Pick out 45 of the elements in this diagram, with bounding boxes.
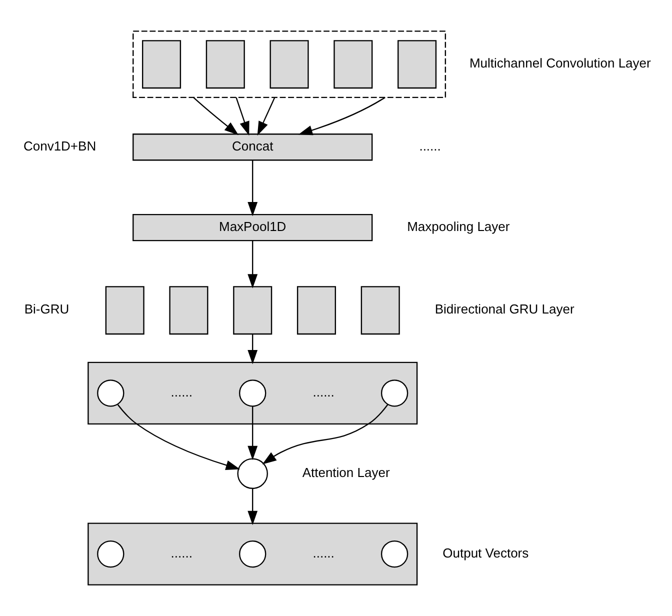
arrow [117, 404, 240, 470]
node-box [233, 286, 272, 335]
node-box [169, 286, 208, 335]
arrow [248, 488, 258, 526]
label: ...... [170, 545, 192, 560]
label: Bi-GRU [24, 302, 70, 317]
node-circle [380, 540, 408, 568]
node-box [142, 40, 182, 89]
label: ...... [419, 138, 441, 154]
arrow [193, 97, 239, 136]
node-box [398, 40, 437, 89]
node-box [360, 286, 400, 335]
label: Attention Layer [302, 464, 390, 480]
node-box [334, 40, 373, 89]
arrow [248, 406, 258, 460]
cluster [88, 362, 418, 425]
cluster [88, 522, 418, 586]
node-circle [380, 380, 408, 407]
node-box: Concat [132, 134, 373, 161]
label: Multichannel Convolution Layer [469, 56, 651, 71]
node-box [206, 40, 245, 89]
label: ...... [312, 545, 334, 560]
arrow [257, 97, 276, 136]
arrow [262, 404, 388, 464]
node-box: MaxPool1D [132, 214, 373, 242]
cluster [132, 30, 446, 98]
node-circle [97, 540, 124, 568]
label: Maxpooling Layer [407, 218, 510, 234]
label: ...... [170, 384, 192, 400]
label: Conv1D+BN [23, 138, 96, 154]
node-circle [97, 380, 124, 407]
label: Bidirectional GRU Layer [434, 302, 574, 317]
arrow [248, 240, 258, 288]
label: ...... [312, 384, 334, 400]
arrow [298, 96, 386, 136]
label: Output Vectors [442, 545, 529, 560]
node-box [270, 40, 309, 89]
arrow [236, 97, 250, 136]
node-box [296, 286, 336, 335]
node-circle [237, 458, 268, 489]
node-circle [239, 380, 266, 407]
arrow [248, 160, 258, 216]
node-box [105, 286, 144, 335]
node-circle [239, 540, 266, 568]
arrow [248, 334, 258, 364]
